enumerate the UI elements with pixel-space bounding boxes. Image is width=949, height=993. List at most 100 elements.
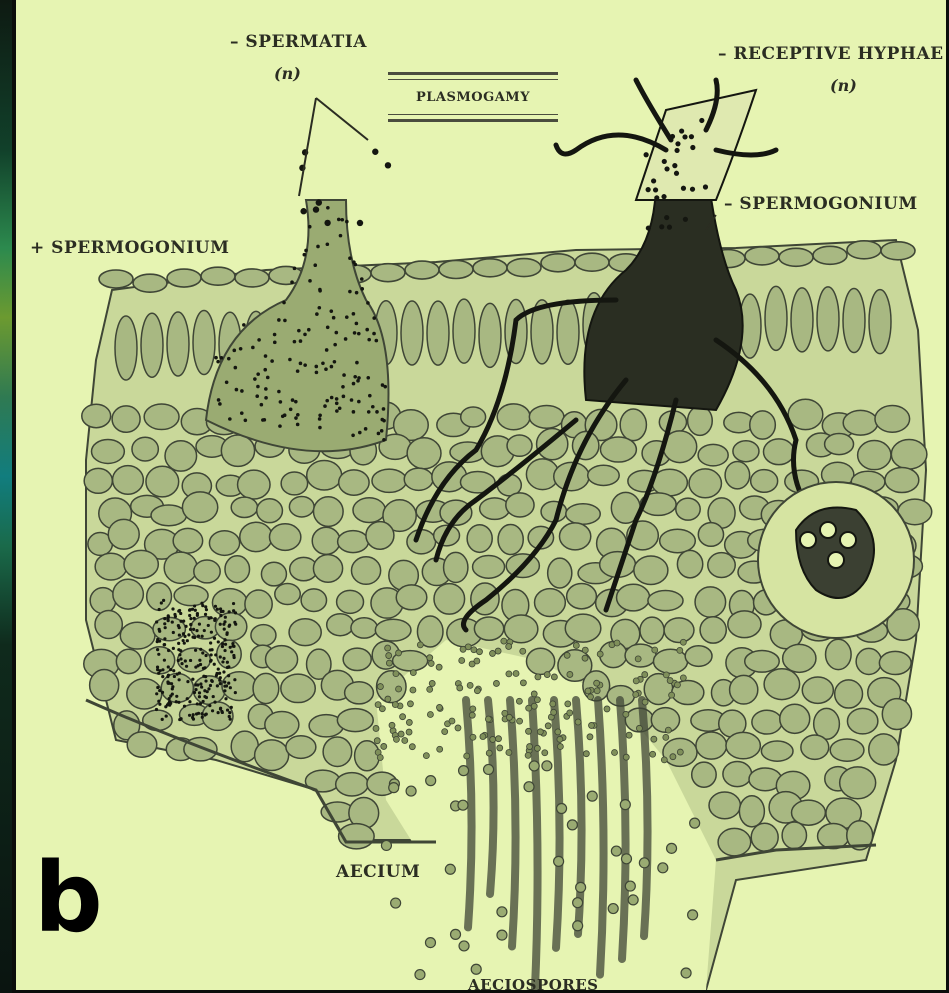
mesophyll-cell bbox=[709, 792, 740, 819]
mesophyll-cell bbox=[396, 585, 427, 610]
aecium-cell bbox=[407, 701, 413, 707]
aecium-cell bbox=[406, 729, 412, 735]
spermatium-dot bbox=[382, 419, 386, 423]
spermatium-dot bbox=[255, 394, 259, 398]
spermatium-dot bbox=[277, 318, 281, 322]
spermatium-dot bbox=[234, 366, 238, 370]
primordium-dot bbox=[216, 684, 219, 687]
primordium-dot bbox=[178, 633, 181, 636]
aeciospore bbox=[426, 776, 436, 786]
primordium-dot bbox=[213, 619, 216, 622]
spermatium-dot bbox=[348, 290, 352, 294]
primordium-dot bbox=[198, 659, 201, 662]
mesophyll-cell bbox=[698, 523, 723, 547]
spermatium-dot bbox=[260, 403, 264, 407]
mesophyll-cell bbox=[725, 462, 750, 489]
spermatium-dot bbox=[345, 315, 349, 319]
aecium-cell bbox=[373, 725, 379, 731]
leaf-cross-section-drawing bbox=[16, 0, 946, 990]
primordium-dot bbox=[171, 607, 174, 610]
spermatium-dot bbox=[372, 332, 376, 336]
primordium-dot bbox=[213, 637, 216, 640]
mesophyll-cell bbox=[165, 441, 197, 471]
aeciospore bbox=[608, 904, 618, 914]
mesophyll-cell bbox=[82, 404, 111, 427]
spermatium bbox=[662, 159, 667, 164]
mesophyll-cell bbox=[225, 556, 250, 583]
mesophyll-cell bbox=[620, 409, 646, 441]
primordium-dot bbox=[202, 675, 205, 678]
receptive-hypha bbox=[716, 150, 776, 155]
aecium-cell bbox=[374, 738, 380, 744]
spermatium-dot bbox=[253, 377, 257, 381]
primordium-dot bbox=[204, 605, 207, 608]
spermatium-dot bbox=[333, 360, 337, 364]
spermatium-dot bbox=[303, 363, 307, 367]
primordium-dot bbox=[158, 640, 161, 643]
mesophyll-cell bbox=[780, 704, 810, 733]
spermatium-dot bbox=[273, 341, 277, 345]
aecium-cell bbox=[531, 691, 537, 697]
epidermis-cell bbox=[779, 248, 813, 266]
primordium-dot bbox=[234, 691, 237, 694]
primordium-dot bbox=[211, 709, 214, 712]
spermatium-dot bbox=[326, 242, 330, 246]
mesophyll-cell bbox=[95, 611, 122, 639]
aecium-cell bbox=[501, 638, 507, 644]
primordium-dot bbox=[176, 673, 179, 676]
primordium-dot bbox=[223, 628, 226, 631]
mesophyll-cell bbox=[474, 617, 503, 640]
spermatium-dot bbox=[365, 328, 369, 332]
mesophyll-cell bbox=[217, 640, 241, 668]
mesophyll-cell bbox=[676, 498, 700, 520]
aecium-cell bbox=[377, 684, 383, 690]
primordium-dot bbox=[200, 712, 203, 715]
spermatium bbox=[690, 187, 695, 192]
mesophyll-cell bbox=[307, 460, 342, 490]
aeciospore bbox=[688, 910, 698, 920]
mesophyll-cell bbox=[255, 740, 289, 771]
aecium-cell bbox=[531, 703, 537, 709]
aecium-cell bbox=[469, 712, 475, 718]
mesophyll-cell bbox=[507, 435, 532, 456]
mesophyll-cell bbox=[231, 497, 257, 517]
spermatium-dot bbox=[289, 408, 293, 412]
primordium-dot bbox=[156, 665, 159, 668]
primordium-dot bbox=[167, 649, 170, 652]
aecium-cell bbox=[490, 736, 496, 742]
primordium-dot bbox=[203, 695, 206, 698]
aecium-cell bbox=[377, 755, 383, 761]
mesophyll-cell bbox=[112, 406, 140, 432]
primordium-dot bbox=[232, 602, 235, 605]
spermatium-dot bbox=[264, 354, 268, 358]
spermatium bbox=[300, 208, 306, 214]
primordium-dot bbox=[213, 663, 216, 666]
primordium-dot bbox=[158, 608, 161, 611]
mesophyll-cell bbox=[840, 767, 876, 799]
receptive-hypha bbox=[556, 135, 666, 154]
spermatium-dot bbox=[366, 301, 370, 305]
spermatium-dot bbox=[355, 291, 359, 295]
aeciospore bbox=[573, 921, 583, 931]
aeciospore bbox=[639, 858, 649, 868]
primordium-dot bbox=[210, 659, 213, 662]
primordium-dot bbox=[159, 669, 162, 672]
primordium-dot bbox=[177, 701, 180, 704]
aeciospore bbox=[625, 881, 635, 891]
mesophyll-cell bbox=[338, 531, 369, 553]
mesophyll-cell bbox=[480, 498, 510, 519]
aecium-cell bbox=[551, 674, 557, 680]
primordium-dot bbox=[217, 667, 220, 670]
palisade-cell bbox=[479, 303, 501, 367]
primordium-dot bbox=[182, 639, 185, 642]
aecium-cell bbox=[525, 752, 531, 758]
mesophyll-cell bbox=[802, 677, 833, 703]
aecium-cell bbox=[669, 692, 675, 698]
mesophyll-cell bbox=[692, 762, 716, 787]
aecium-cell bbox=[460, 646, 466, 652]
primordium-dot bbox=[213, 701, 216, 704]
spermatium-dot bbox=[263, 418, 267, 422]
mesophyll-cell bbox=[351, 557, 380, 584]
mesophyll-cell bbox=[269, 524, 300, 551]
mesophyll-cell bbox=[407, 530, 436, 554]
